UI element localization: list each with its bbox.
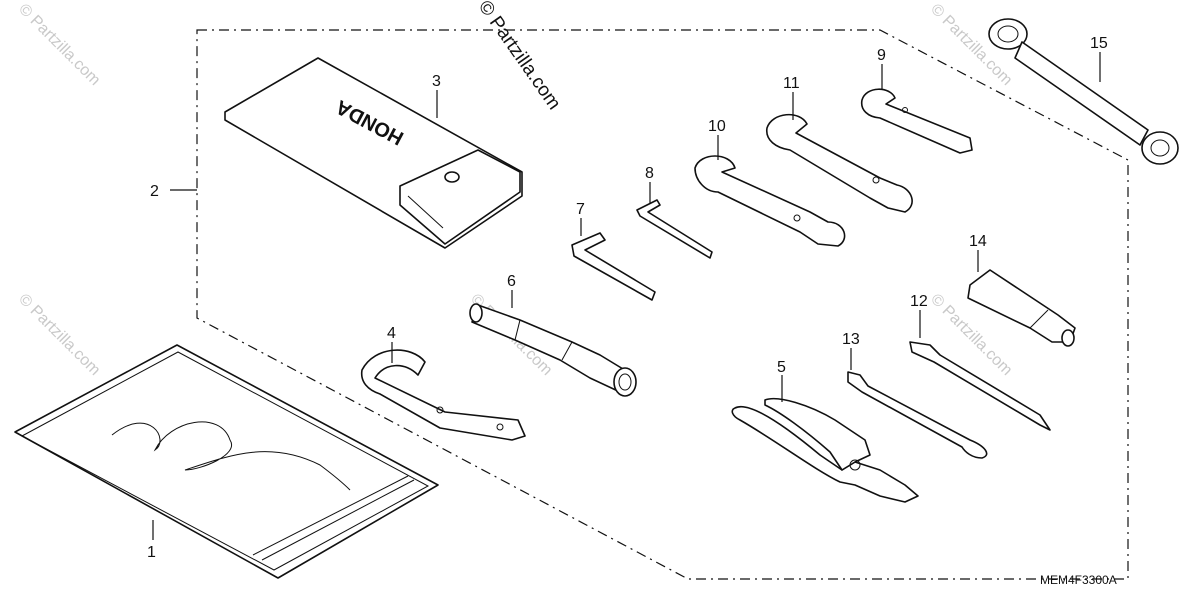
callout-10: 10: [708, 118, 726, 135]
screwdriver-phillips: [909, 341, 1051, 431]
callout-12: 12: [910, 293, 928, 310]
callout-4: 4: [387, 325, 396, 342]
callout-2: 2: [150, 183, 159, 200]
callout-13: 13: [842, 331, 860, 348]
screwdriver-handle: [967, 269, 1076, 347]
tool-bag: HONDA: [224, 57, 523, 249]
open-end-wrench-9: [860, 88, 973, 154]
hex-key-small: [636, 199, 713, 259]
callout-9: 9: [877, 47, 886, 64]
document-pouch: [14, 344, 439, 579]
pliers: [731, 397, 919, 503]
leader-lines: [152, 52, 1101, 540]
open-end-wrench-11: [766, 113, 913, 213]
box-end-wrench: [988, 18, 1179, 165]
callout-6: 6: [507, 273, 516, 290]
callout-3: 3: [432, 73, 441, 90]
watermark-faint: © Partzilla.com: [15, 1, 103, 89]
diagram-code: MEM4F3300A: [1040, 573, 1117, 587]
tool-set-boundary: [196, 29, 1129, 580]
open-end-wrench-10: [694, 155, 846, 247]
watermark-faint: © Partzilla.com: [15, 291, 103, 379]
screwdriver-flat: [847, 371, 988, 459]
watermark-main: © Partzilla.com: [474, 0, 565, 114]
hex-key-large: [571, 232, 656, 301]
callout-11: 11: [783, 75, 800, 92]
callout-5: 5: [777, 359, 786, 376]
callout-15: 15: [1090, 35, 1108, 52]
spanner-wrench: [360, 349, 526, 441]
callout-14: 14: [969, 233, 987, 250]
callout-1: 1: [147, 544, 156, 561]
socket-wrench: [469, 303, 637, 397]
callout-numbers: 1 2 3 4 5 6 7 8 9 10 11 12 13 14 15: [147, 35, 1108, 561]
callout-7: 7: [576, 201, 585, 218]
callout-8: 8: [645, 165, 654, 182]
